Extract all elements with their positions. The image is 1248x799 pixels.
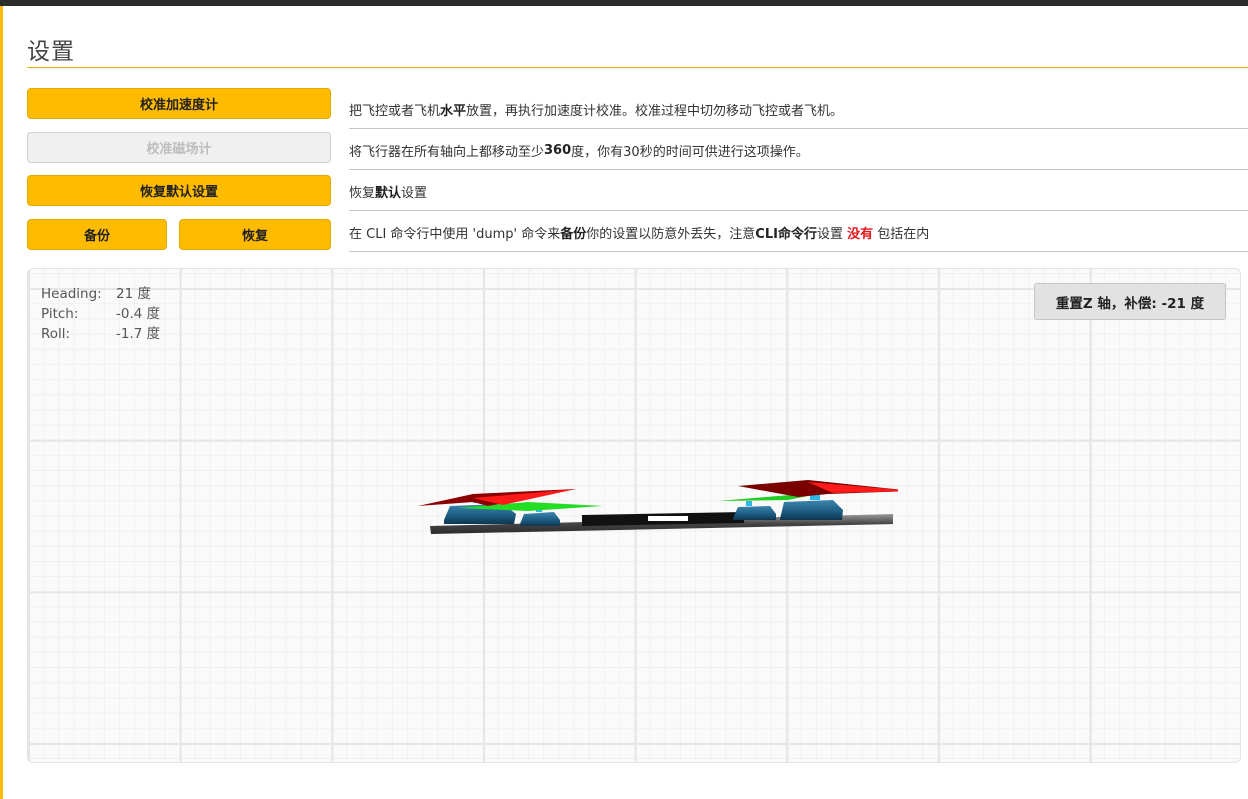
desc-text: 度，你有30秒的时间可供进行这项操作。 — [571, 144, 809, 160]
page-title: 设置 — [27, 39, 75, 65]
desc-text: 放置，再执行加速度计校准。校准过程中切勿移动飞控或者飞机。 — [466, 103, 844, 119]
top-bar — [0, 0, 1248, 6]
pitch-row: Pitch: -0.4 度 — [41, 304, 160, 324]
desc-bold: CLI命令行 — [755, 226, 817, 242]
roll-value: -1.7 度 — [116, 326, 161, 342]
left-accent-bar — [0, 6, 3, 799]
model-viewer[interactable]: Heading: 21 度 Pitch: -0.4 度 Roll: -1.7 度… — [27, 268, 1241, 763]
pitch-label: Pitch: — [41, 306, 79, 322]
desc-text: 设置 — [816, 226, 848, 242]
desc-text: 在 CLI 命令行中使用 'dump' 命令来 — [349, 226, 561, 242]
restore-button[interactable]: 恢复 — [179, 219, 331, 250]
desc-text: 包括在内 — [873, 226, 930, 242]
desc-bold: 360 — [544, 142, 572, 158]
desc-text: 设置 — [401, 185, 428, 201]
reset-z-axis-button[interactable]: 重置Z 轴，补偿: -21 度 — [1034, 283, 1226, 320]
heading-row: Heading: 21 度 — [41, 284, 160, 304]
desc-text: 你的设置以防意外丢失，注意 — [586, 226, 756, 242]
calibrate-accelerometer-button[interactable]: 校准加速度计 — [27, 88, 331, 119]
attitude-readout: Heading: 21 度 Pitch: -0.4 度 Roll: -1.7 度 — [41, 284, 160, 344]
desc-text: 恢复 — [349, 185, 376, 201]
heading-value: 21 度 — [116, 286, 151, 302]
roll-label: Roll: — [41, 326, 71, 342]
desc-bold: 水平 — [440, 103, 467, 119]
desc-text: 把飞控或者飞机 — [349, 103, 441, 119]
backup-button[interactable]: 备份 — [27, 219, 167, 250]
pitch-value: -0.4 度 — [116, 306, 161, 322]
desc-bold: 默认 — [375, 185, 402, 201]
title-divider — [27, 67, 1248, 68]
roll-row: Roll: -1.7 度 — [41, 324, 160, 344]
desc-text: 将飞行器在所有轴向上都移动至少 — [349, 144, 545, 160]
reset-settings-description: 恢复默认设置 — [349, 170, 1248, 211]
quadcopter-model-icon — [418, 480, 898, 534]
desc-bold: 备份 — [560, 226, 587, 242]
reset-settings-row: 恢复默认设置 恢复默认设置 — [27, 170, 1248, 211]
warning-text: 没有 — [847, 226, 874, 242]
calibrate-accelerometer-row: 校准加速度计 把飞控或者飞机水平放置，再执行加速度计校准。校准过程中切勿移动飞控… — [27, 88, 1248, 129]
calibrate-magnetometer-button[interactable]: 校准磁场计 — [27, 132, 331, 163]
reset-defaults-button[interactable]: 恢复默认设置 — [27, 175, 331, 206]
heading-label: Heading: — [41, 286, 102, 302]
calibrate-accelerometer-description: 把飞控或者飞机水平放置，再执行加速度计校准。校准过程中切勿移动飞控或者飞机。 — [349, 88, 1248, 129]
backup-restore-row: 备份 恢复 在 CLI 命令行中使用 'dump' 命令来备份你的设置以防意外丢… — [27, 211, 1248, 252]
